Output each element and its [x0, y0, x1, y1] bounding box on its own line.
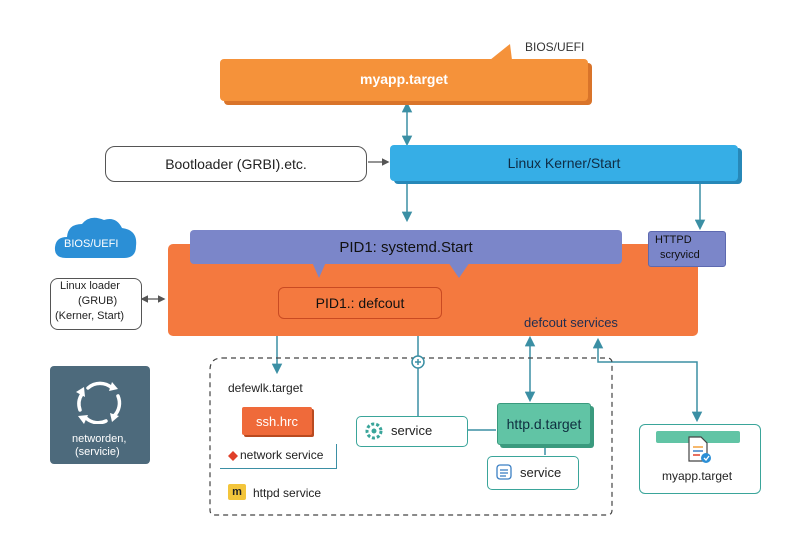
bios-cloud-label: BIOS/UEFI [64, 238, 119, 250]
linux-loader-box[interactable] [50, 278, 142, 330]
network-tile-line2: (servicie) [75, 446, 120, 458]
httpd-box-line2: scryvicd [660, 249, 700, 261]
callout-tab [490, 44, 512, 60]
pid1-systemd-label: PID1: systemd.Start [339, 238, 473, 256]
myapp-target-bottom-label: myapp.target [662, 469, 733, 483]
httpd-box[interactable] [648, 231, 726, 267]
linux-loader-line3: (Kerner, Start) [55, 310, 125, 322]
ssh-box[interactable]: ssh.hrc [242, 407, 312, 435]
default-services-label: defcout services [524, 315, 618, 330]
pid1-default-box[interactable]: PID1.: defcout [278, 287, 442, 319]
pid1-systemd-box[interactable]: PID1: systemd.Start [190, 230, 622, 264]
cloud-icon [54, 217, 137, 258]
httpd-box-line1: HTTPD [655, 234, 692, 246]
network-tile-line1: networden, [72, 433, 127, 445]
default-target-label: defewlk.target [228, 381, 303, 395]
cycle-arrows-icon [76, 381, 122, 424]
network-service-row[interactable] [220, 444, 337, 469]
dashed-group-border [209, 357, 613, 516]
httpd-target-label: http.d.target [506, 416, 582, 432]
bios-top-label: BIOS/UEFI [525, 40, 585, 54]
gear-icon [365, 422, 383, 440]
bootloader-label: Bootloader (GRBI).etc. [165, 156, 307, 172]
linux-loader-line1: Linux loader [60, 280, 120, 292]
httpd-service-label: httpd service [253, 486, 322, 500]
systemd-pointers [312, 262, 470, 278]
service-right-label: service [520, 465, 562, 480]
kernel-label: Linux Kerner/Start [507, 155, 621, 171]
document-icon [688, 436, 711, 463]
httpd-service-icon-glyph: m [232, 486, 242, 498]
ssh-label: ssh.hrc [256, 413, 298, 429]
service-left-label: service [391, 423, 433, 438]
network-service-marker-icon [228, 451, 238, 461]
list-icon [496, 464, 512, 480]
httpd-target-box[interactable]: http.d.target [497, 403, 591, 445]
network-service-label: network service [240, 448, 324, 462]
linux-loader-line2: (GRUB) [78, 295, 118, 307]
pid1-default-label: PID1.: defcout [315, 295, 405, 311]
kernel-box[interactable]: Linux Kerner/Start [390, 145, 738, 181]
myapp-target-top-label: myapp.target [360, 71, 448, 87]
httpd-service-icon: m [228, 484, 246, 500]
bootloader-box[interactable]: Bootloader (GRBI).etc. [105, 146, 367, 182]
myapp-target-top-box[interactable] [220, 59, 588, 101]
connector-myapp [592, 337, 703, 423]
